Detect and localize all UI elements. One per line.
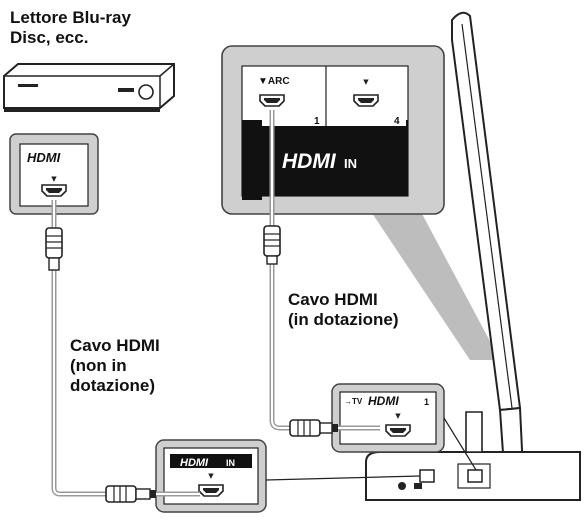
player-label: Lettore Blu-ray Disc, ecc. [10, 8, 131, 48]
player-port-panel: HDMI ▼ [9, 133, 99, 215]
port-number-4: 4 [394, 116, 400, 127]
to-tv-hdmi-logo: HDMI [368, 394, 399, 408]
tv-port-panel: ▼ARC ▼ 1 4 HDMI IN [221, 45, 445, 215]
sb-hdmi-in-label: IN [226, 458, 235, 468]
cable-not-supplied-line-3: dotazione) [70, 376, 155, 395]
arc-label: ▼ARC [258, 76, 290, 87]
tv-profile [451, 11, 526, 498]
hdmi-port-icon [41, 184, 67, 197]
soundbar-hdmi-in-panel: HDMI IN ▼ [155, 439, 267, 513]
cable-not-supplied [45, 200, 200, 503]
to-tv-port-number: 1 [424, 397, 429, 407]
cable-not-supplied-label: Cavo HDMI (non in dotazione) [70, 336, 160, 396]
soundbar [365, 411, 581, 501]
hdmi-plug-icon [263, 225, 281, 265]
cable-supplied-label: Cavo HDMI (in dotazione) [288, 290, 398, 330]
hdmi-plug-icon [45, 227, 63, 271]
tv-hdmi-in-label: IN [344, 156, 357, 171]
bluray-player [3, 63, 175, 112]
zoom-callout-wedge [370, 210, 500, 360]
arrow-down-icon: ▼ [363, 78, 369, 86]
cable-supplied-line-1: Cavo HDMI [288, 290, 378, 309]
cable-not-supplied-line-1: Cavo HDMI [70, 336, 160, 355]
cable-not-supplied-line-2: (non in [70, 356, 127, 375]
tv-hdmi-logo: HDMI [282, 150, 337, 173]
hdmi-port-icon [353, 94, 379, 107]
hdmi-port-icon [385, 424, 411, 437]
hdmi-plug-icon [105, 485, 156, 503]
arrow-down-icon: ▼ [51, 175, 57, 183]
arrow-down-icon: ▼ [208, 472, 214, 480]
cable-supplied-line-2: (in dotazione) [288, 310, 399, 329]
hdmi-plug-icon [289, 419, 338, 437]
arrow-down-icon: ▼ [395, 412, 401, 420]
callout-leader-line [265, 475, 421, 481]
player-label-line-1: Lettore Blu-ray [10, 8, 131, 27]
to-tv-label: →TV [344, 397, 363, 406]
port-number-1: 1 [314, 116, 320, 127]
soundbar-to-tv-panel: →TV HDMI 1 ▼ [331, 383, 445, 453]
player-hdmi-logo: HDMI [27, 150, 61, 165]
callout-leader-line [443, 417, 477, 471]
sb-hdmi-logo: HDMI [180, 457, 209, 469]
hdmi-port-icon [259, 94, 285, 107]
player-label-line-2: Disc, ecc. [10, 28, 89, 47]
cable-supplied [263, 110, 380, 437]
hdmi-port-icon [198, 484, 224, 497]
